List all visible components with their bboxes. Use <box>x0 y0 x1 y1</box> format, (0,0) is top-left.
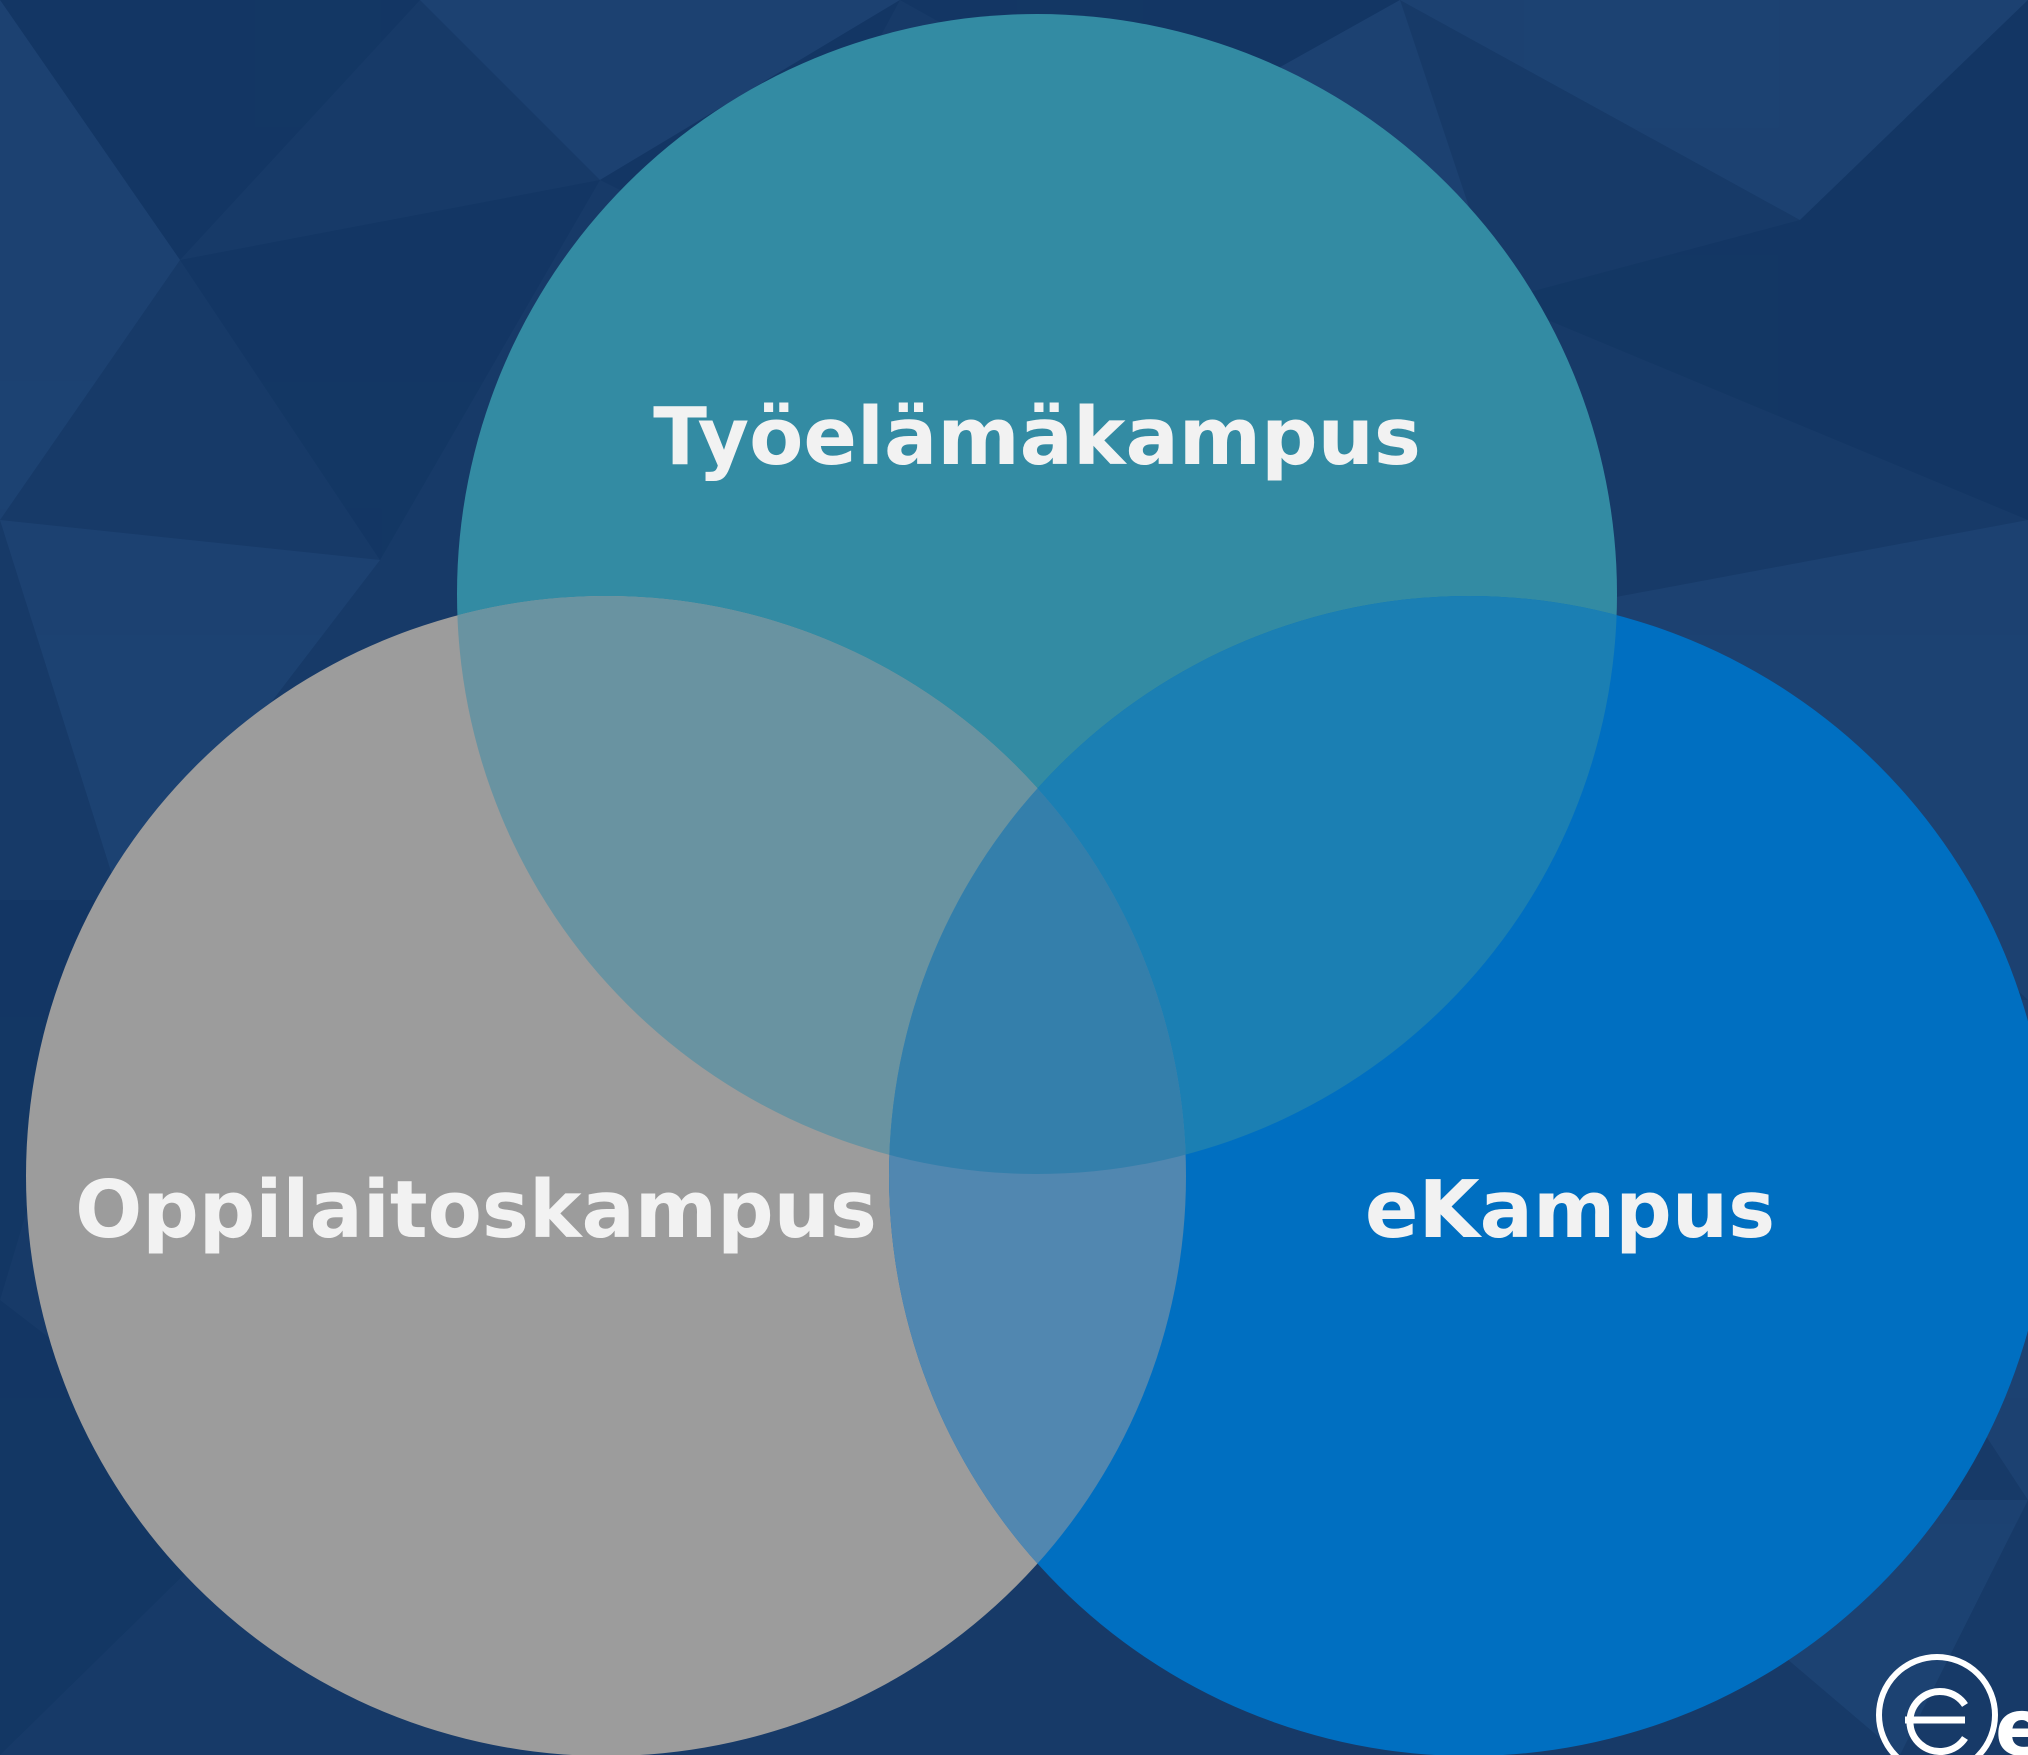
background-facet <box>0 0 180 520</box>
venn-overlap-top-left <box>457 596 1186 1174</box>
background-facet <box>0 520 380 900</box>
background-facet <box>180 180 600 560</box>
background-facet <box>0 1300 260 1755</box>
background-facet <box>420 0 900 180</box>
background-facet <box>1400 0 2028 220</box>
label-oppilaitoskampus: Oppilaitoskampus <box>75 1164 877 1256</box>
venn-overlap-top-right <box>889 596 1617 1174</box>
background-facet <box>1500 220 2028 520</box>
ekampus-logo-icon: eK <box>1876 1654 2028 1755</box>
background-facet <box>0 0 420 260</box>
background-facet <box>1800 0 2028 520</box>
label-ekampus: eKampus <box>1365 1164 1775 1256</box>
logo-text: eK <box>1995 1684 2028 1755</box>
label-tyoelamakampus: Työelämäkampus <box>653 391 1421 483</box>
